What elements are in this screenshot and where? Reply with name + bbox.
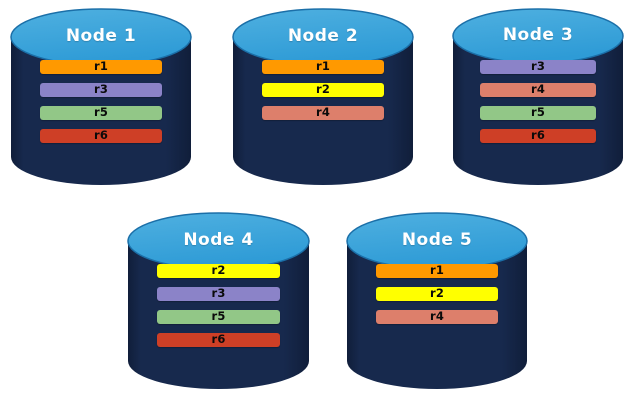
replica-bar-r2[interactable]: r2 — [376, 287, 498, 301]
replica-bar-r4[interactable]: r4 — [262, 106, 384, 120]
replica-bar-r1[interactable]: r1 — [376, 264, 498, 278]
replica-label: r1 — [429, 263, 445, 278]
replica-bar-r4[interactable]: r4 — [376, 310, 498, 324]
replica-bar-r4[interactable]: r4 — [480, 83, 596, 97]
replica-bar-r2[interactable]: r2 — [262, 83, 384, 97]
replica-label: r3 — [93, 82, 109, 97]
replica-label: r5 — [93, 105, 109, 120]
cylinder-top-lid — [346, 212, 528, 270]
replica-label: r2 — [211, 263, 226, 278]
replica-bar-r5[interactable]: r5 — [480, 106, 596, 120]
replica-label: r5 — [530, 105, 546, 120]
cylinder-top-lid — [10, 8, 192, 66]
replica-label: r2 — [315, 82, 331, 97]
cylinder-top-lid — [232, 8, 414, 66]
replica-bar-r6[interactable]: r6 — [157, 333, 280, 347]
replica-stack: r1 r2 r4 — [262, 60, 384, 120]
replica-bar-r5[interactable]: r5 — [157, 310, 280, 324]
replica-stack: r1 r3 r5 r6 — [40, 60, 162, 143]
replica-label: r6 — [530, 128, 546, 143]
replica-label: r6 — [93, 128, 109, 143]
replica-bar-r1[interactable]: r1 — [262, 60, 384, 74]
replica-stack: r1 r2 r4 — [376, 264, 498, 324]
replica-bar-r5[interactable]: r5 — [40, 106, 162, 120]
replica-label: r4 — [429, 309, 445, 324]
replica-bar-r1[interactable]: r1 — [40, 60, 162, 74]
replica-label: r1 — [315, 59, 331, 74]
cylinder-top-lid — [127, 212, 310, 270]
replica-stack: r2 r3 r5 r6 — [157, 264, 280, 347]
replica-label: r4 — [530, 82, 546, 97]
replica-label: r1 — [93, 59, 109, 74]
replica-bar-r6[interactable]: r6 — [480, 129, 596, 143]
replica-bar-r3[interactable]: r3 — [157, 287, 280, 301]
replica-bar-r3[interactable]: r3 — [40, 83, 162, 97]
replica-bar-r2[interactable]: r2 — [157, 264, 280, 278]
replica-bar-r6[interactable]: r6 — [40, 129, 162, 143]
replica-label: r6 — [211, 332, 226, 347]
replica-label: r4 — [315, 105, 331, 120]
cylinder-top-lid — [452, 8, 624, 64]
replica-label: r3 — [530, 59, 546, 74]
replica-stack: r3 r4 r5 r6 — [480, 60, 596, 143]
replica-bar-r3[interactable]: r3 — [480, 60, 596, 74]
replica-label: r5 — [211, 309, 226, 324]
replica-label: r2 — [429, 286, 445, 301]
replica-label: r3 — [211, 286, 226, 301]
